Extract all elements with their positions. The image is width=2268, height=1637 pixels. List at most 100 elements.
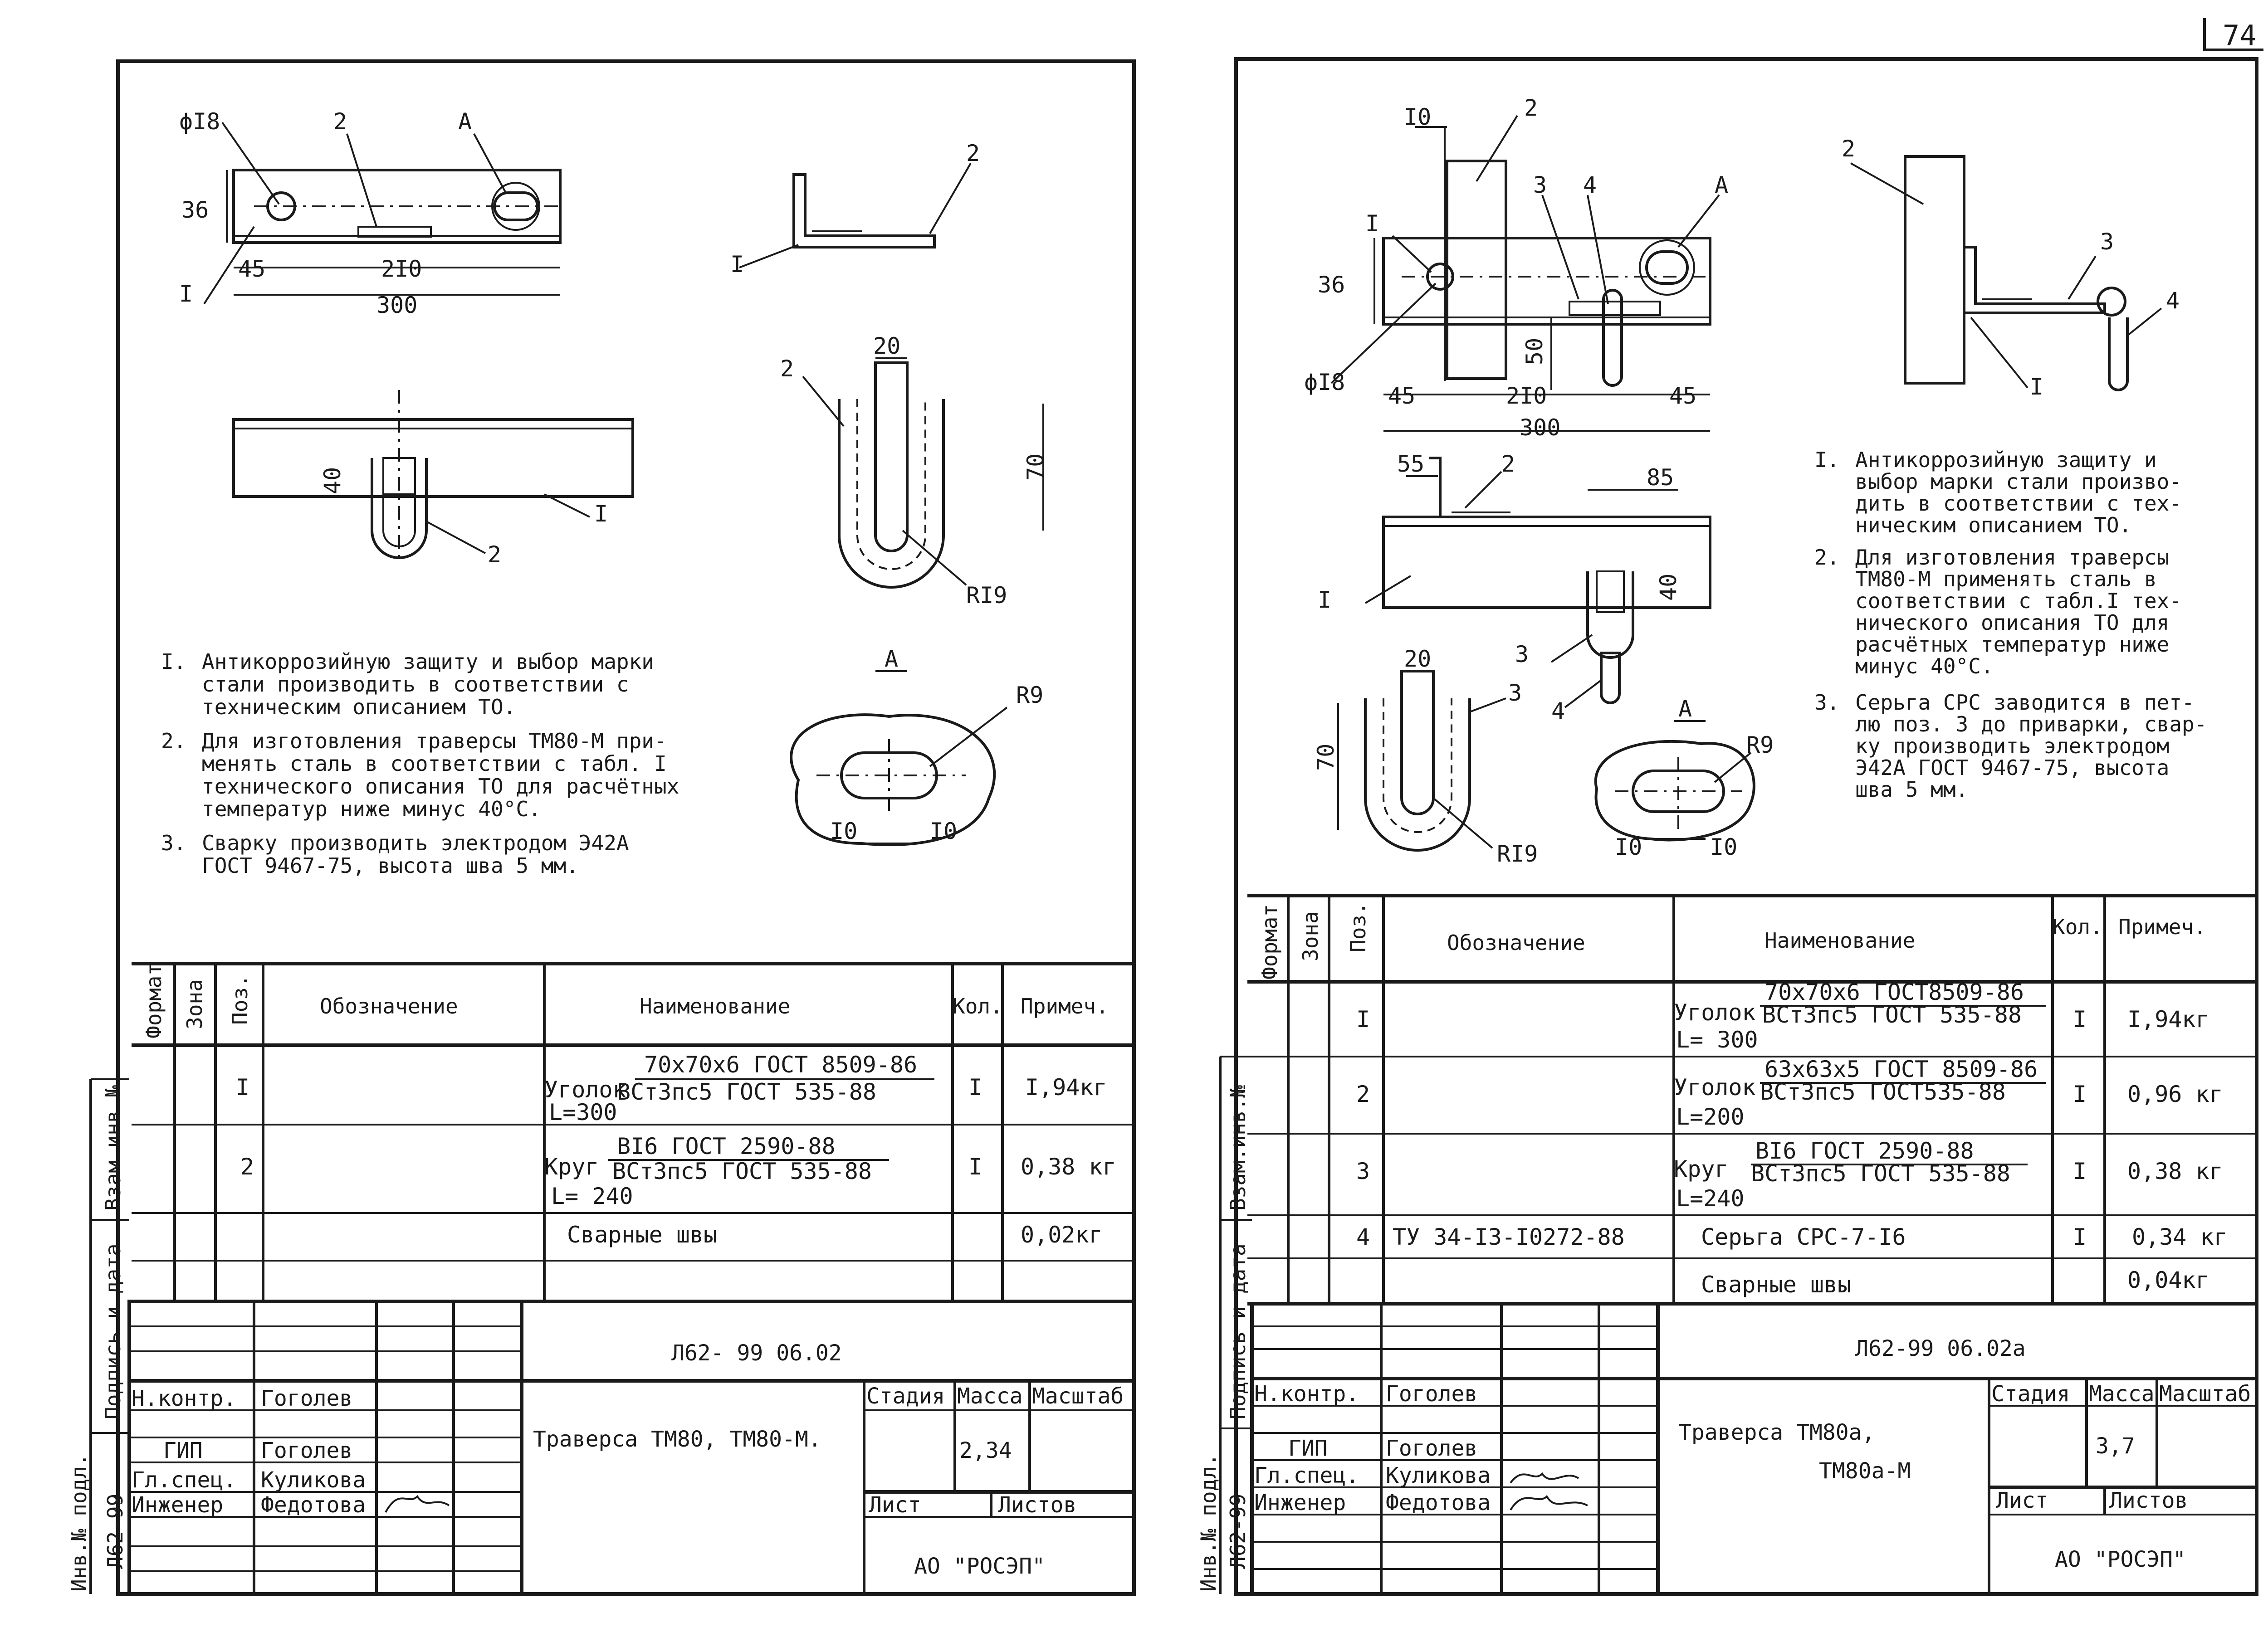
s2-side-pos3: 3 bbox=[2100, 229, 2114, 255]
s2-sectionA-10b: I0 bbox=[1710, 834, 1737, 860]
s2-staff3-role: Гл.спец. bbox=[1254, 1463, 1359, 1488]
side-inv-swap: Взам.инв.№ bbox=[101, 1085, 125, 1211]
s2-tb-stage: Стадия bbox=[1991, 1381, 2070, 1407]
s2-row1-bottom: ВСт3пс5 ГОСТ 535-88 bbox=[1762, 1002, 2022, 1028]
sheet1-ubolt-detail: 20 2 70 RI9 bbox=[780, 333, 1049, 609]
s2-side-shackle bbox=[2108, 317, 2129, 391]
s2-note2-num: 2. bbox=[1814, 545, 1839, 570]
s2-th-format: Формат bbox=[1257, 904, 1282, 979]
sheet2-plan-view: I0 2 I 3 4 A 36 ϕI8 50 45 2I0 45 300 bbox=[1304, 95, 1728, 441]
s2-leader-4 bbox=[1587, 195, 1609, 304]
s2-note3-line4: Э42А ГОСТ 9467-75, высота bbox=[1855, 755, 2169, 780]
s2-side-pos4: 4 bbox=[2166, 287, 2180, 314]
s2-elev-pos1: I bbox=[1318, 587, 1331, 613]
s2-ubolt-r19: RI9 bbox=[1497, 841, 1538, 867]
s2-ubolt-leader-r19 bbox=[1432, 797, 1493, 849]
note2-line3: технического описания ТО для расчётных bbox=[202, 774, 679, 799]
row2-qty: I bbox=[968, 1154, 982, 1180]
th-zone: Зона bbox=[182, 979, 207, 1029]
ubolt-small-inner bbox=[382, 458, 416, 547]
s2-tb-title1: Траверса ТМ80а, bbox=[1678, 1420, 1875, 1445]
s2-elev-leader-4 bbox=[1564, 679, 1602, 708]
row1-top: 70х70х6 ГОСТ 8509-86 bbox=[644, 1052, 917, 1078]
th-format: Формат bbox=[142, 963, 166, 1038]
s2-sectionA-outline bbox=[1594, 740, 1755, 842]
sheet1-label-pos2: 2 bbox=[333, 108, 347, 135]
sheet1-elev-pos2: 2 bbox=[488, 541, 501, 568]
s2-angle2-plan bbox=[1446, 160, 1507, 380]
s2-elev-pos2: 2 bbox=[1501, 451, 1515, 477]
sheet1-sectionA-10a: I0 bbox=[830, 818, 857, 844]
s2-elev-shackle bbox=[1600, 652, 1621, 704]
s2-elev-leader-3 bbox=[1550, 634, 1593, 663]
s2-note3-line2: лю поз. 3 до приварки, свар- bbox=[1855, 712, 2207, 736]
sectionA-outline bbox=[790, 713, 996, 847]
row2-length: L= 240 bbox=[551, 1183, 633, 1209]
s2-leader-hole bbox=[1330, 283, 1437, 384]
s2-label-d210: 2I0 bbox=[1506, 383, 1547, 409]
s2-th-name: Наименование bbox=[1765, 928, 1915, 953]
tb-stage: Стадия bbox=[866, 1384, 945, 1409]
s2-staff3-name: Куликова bbox=[1386, 1463, 1491, 1488]
s2-row4-pos: 4 bbox=[1356, 1224, 1370, 1250]
s2-label-pos3: 3 bbox=[1533, 172, 1547, 198]
sheet1-elev-pos1: I bbox=[594, 501, 608, 527]
tb-sheets: Листов bbox=[998, 1492, 1076, 1518]
s2-row4-qty: I bbox=[2073, 1224, 2087, 1250]
sheet1-elevation: 40 I 2 bbox=[232, 390, 634, 568]
leader-pos2 bbox=[346, 133, 377, 227]
sheet1-frame bbox=[116, 59, 1136, 1596]
s2-note2-line6: минус 40°С. bbox=[1855, 654, 1994, 678]
sheet1-ubolt-pos2: 2 bbox=[780, 356, 794, 382]
s2-side-angle2 bbox=[1904, 155, 1965, 385]
s2-tb-scale: Масштаб bbox=[2159, 1381, 2251, 1407]
th-pos: Поз. bbox=[228, 974, 252, 1025]
row2-top: ВI6 ГОСТ 2590-88 bbox=[617, 1133, 836, 1160]
s2-elev-bar bbox=[1382, 516, 1711, 609]
note3-line1: Сварку производить электродом Э42А bbox=[202, 831, 629, 855]
s2-row1-top: 70х70х6 ГОСТ8509-86 bbox=[1765, 979, 2024, 1005]
s2-row3-bottom: ВСт3пс5 ГОСТ 535-88 bbox=[1751, 1160, 2010, 1187]
s2-note1-line1: Антикоррозийную защиту и bbox=[1855, 448, 2157, 472]
ubolt-centerline bbox=[856, 399, 926, 570]
s2-side-pos1: I bbox=[2030, 374, 2043, 400]
weld-plan bbox=[357, 226, 432, 238]
sheet1-sectionA-title: A bbox=[885, 646, 898, 672]
s2-note2-line2: ТМ80-М применять сталь в bbox=[1855, 567, 2157, 591]
signature-1 bbox=[385, 1495, 450, 1513]
s2-staff2-role: ГИП bbox=[1288, 1436, 1328, 1461]
s2-sectionA-r9: R9 bbox=[1746, 732, 1774, 758]
s2-tb-mass: Масса bbox=[2089, 1381, 2155, 1407]
s2-ubolt-leader-3 bbox=[1469, 697, 1506, 713]
welds-note: 0,02кг bbox=[1021, 1222, 1103, 1248]
row2-note: 0,38 кг bbox=[1021, 1154, 1116, 1180]
sheet2-notes: I. Антикоррозийную защиту и выбор марки … bbox=[1814, 448, 2207, 802]
s2-staff1-name: Гоголев bbox=[1386, 1381, 1477, 1407]
leader-ubolt-r19 bbox=[902, 530, 967, 586]
s2-elev-d55: 55 bbox=[1397, 451, 1424, 477]
th-qty: Кол. bbox=[953, 994, 1003, 1018]
s2-sectionA-10a: I0 bbox=[1615, 834, 1642, 860]
s2-slot-plan bbox=[1645, 250, 1689, 285]
s2-elev-d85: 85 bbox=[1647, 464, 1674, 491]
s2-side-inv-orig: Инв.№ подл. bbox=[1196, 1453, 1221, 1592]
sheet2-title-block: Л62-99 06.02а Траверса ТМ80а, ТМ80а-М Ст… bbox=[1250, 1302, 2258, 1596]
sheet2-ubolt-detail: 20 3 70 RI9 bbox=[1313, 646, 1538, 867]
leader-end-2 bbox=[929, 162, 972, 234]
s2-label-pos4: 4 bbox=[1583, 172, 1597, 198]
s2-elev-ubolt bbox=[1586, 571, 1634, 659]
sheet1-title-block: Л62- 99 06.02 Траверса ТМ80, ТМ80-М. Ста… bbox=[127, 1300, 1136, 1596]
s2-label-d36: 36 bbox=[1318, 272, 1345, 298]
s2-side-leader-4 bbox=[2126, 307, 2162, 336]
sheet1-ubolt-r19: RI9 bbox=[966, 582, 1007, 609]
tb-mass-value: 2,34 bbox=[959, 1438, 1012, 1463]
s2-row3-length: L=240 bbox=[1676, 1185, 1745, 1212]
s2-leader-r9 bbox=[1714, 752, 1752, 783]
title-block-frame bbox=[127, 1300, 1136, 1596]
leader-A bbox=[473, 133, 507, 193]
s2-note3-line3: ку производить электродом bbox=[1855, 734, 2169, 758]
note2-line4: температур ниже минус 40°С. bbox=[202, 797, 541, 821]
sheet1-dim-210: 2I0 bbox=[381, 256, 422, 282]
s2-note2-line3: соответствии с табл.I тех- bbox=[1855, 589, 2182, 613]
